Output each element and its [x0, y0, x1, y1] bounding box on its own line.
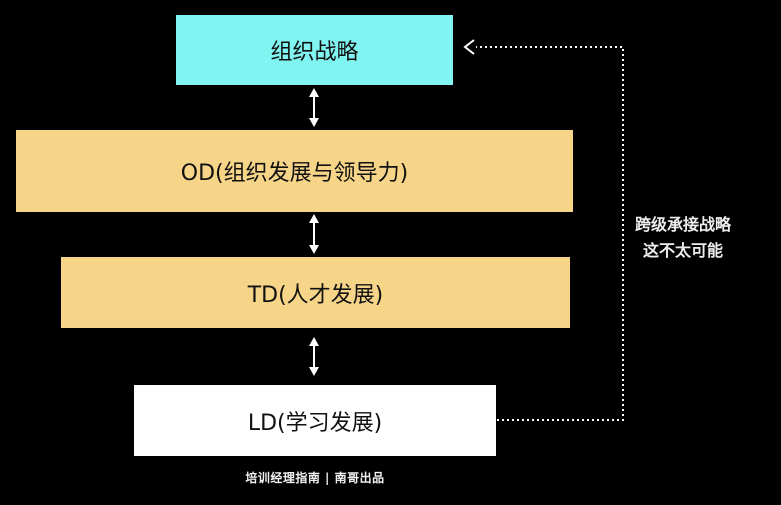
side-annotation-line-1: 跨级承接战略 [634, 215, 731, 234]
node-org-strategy: 组织战略 [176, 15, 453, 85]
double-arrow-strategy-od [309, 88, 319, 127]
node-ld-label: LD(学习发展) [247, 410, 383, 436]
footer-credit: 培训经理指南 | 南哥出品 [245, 471, 385, 485]
node-od-label: OD(组织发展与领导力) [180, 161, 409, 186]
side-annotation: 跨级承接战略 这不太可能 [628, 212, 738, 264]
side-annotation-line-2: 这不太可能 [642, 241, 723, 260]
node-td-label: TD(人才发展) [247, 282, 384, 308]
double-arrow-od-td [309, 214, 319, 254]
double-arrow-td-ld [309, 337, 319, 376]
node-org-strategy-label: 组织战略 [270, 40, 359, 65]
dotted-arrow-ld-to-strategy [463, 39, 624, 421]
node-ld: LD(学习发展) [134, 385, 496, 456]
arrowhead-left-icon [463, 39, 475, 55]
node-od: OD(组织发展与领导力) [16, 130, 573, 212]
node-td: TD(人才发展) [61, 257, 570, 328]
